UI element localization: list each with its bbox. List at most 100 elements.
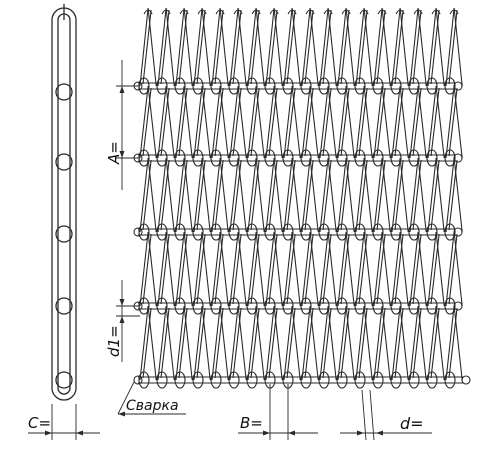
spiral-strand xyxy=(304,307,314,379)
spiral-strand xyxy=(430,159,440,231)
coil-wrap xyxy=(336,223,348,241)
spiral-strand xyxy=(160,159,170,231)
spiral-strand xyxy=(157,7,175,87)
spiral-strand xyxy=(142,307,152,379)
spiral-strand xyxy=(319,85,337,159)
spiral-strand xyxy=(340,9,350,85)
spiral-strand xyxy=(445,305,463,381)
coil-wrap xyxy=(426,371,438,389)
dimension-arrows xyxy=(45,86,383,436)
spiral-strand xyxy=(142,9,152,85)
rod-end xyxy=(453,227,463,237)
label-d: d= xyxy=(400,414,424,433)
spiral-strand xyxy=(358,9,368,85)
spiral-strand xyxy=(196,9,206,85)
spiral-strand xyxy=(229,305,247,381)
spiral-strand xyxy=(319,305,337,381)
dimension-arrowhead xyxy=(76,430,83,436)
spiral-strand xyxy=(430,87,440,157)
side-view-rod xyxy=(55,371,73,389)
coil-wrap xyxy=(228,297,240,315)
coil-wrap xyxy=(408,149,420,167)
spiral-strand xyxy=(358,87,368,157)
spiral-strand xyxy=(376,307,386,379)
spiral-strand xyxy=(286,87,296,157)
spiral-strand xyxy=(322,9,332,85)
coil-wrap xyxy=(210,371,222,389)
coil-wrap xyxy=(282,297,294,315)
spiral-strand xyxy=(286,159,296,231)
label-svarka: Сварка xyxy=(126,398,179,414)
spiral-top-loop xyxy=(359,9,369,15)
coil-wrap xyxy=(444,149,456,167)
coil-wrap xyxy=(264,77,276,95)
spiral-strand xyxy=(304,87,314,157)
label-d1: d1= xyxy=(105,325,123,357)
spiral-strand xyxy=(448,9,458,85)
spiral-strand xyxy=(229,231,247,307)
spiral-strand xyxy=(178,233,188,305)
spiral-strand xyxy=(340,159,350,231)
spiral-strand xyxy=(319,7,337,87)
spiral-strand xyxy=(193,305,211,381)
spiral-top-loop xyxy=(431,9,441,15)
spiral-strand xyxy=(139,85,157,159)
spiral-strand xyxy=(412,87,422,157)
coil-wrap xyxy=(318,297,330,315)
rod-end xyxy=(453,153,463,163)
spiral-strand xyxy=(412,307,422,379)
spiral-strand xyxy=(319,231,337,307)
spiral-strand xyxy=(232,159,242,231)
spiral-strand xyxy=(394,87,404,157)
spiral-strand xyxy=(301,157,319,233)
spiral-strand xyxy=(175,305,193,381)
spiral-strand xyxy=(265,305,283,381)
dimension-arrowhead xyxy=(119,299,125,306)
coil-wrap xyxy=(372,77,384,95)
spiral-strand xyxy=(373,157,391,233)
dimension-arrowhead xyxy=(119,151,125,158)
spiral-strand xyxy=(196,87,206,157)
spiral-strand xyxy=(214,159,224,231)
spiral-strand xyxy=(337,157,355,233)
spiral-strand xyxy=(160,233,170,305)
spiral-top-loop xyxy=(323,9,333,15)
label-c: C= xyxy=(28,414,51,432)
spiral-strand xyxy=(232,233,242,305)
coil-wrap xyxy=(192,297,204,315)
label-a: A= xyxy=(105,141,123,165)
spiral-strand xyxy=(322,233,332,305)
spiral-strand xyxy=(250,87,260,157)
spiral-strand xyxy=(358,159,368,231)
spiral-strand xyxy=(142,87,152,157)
spiral-strand xyxy=(301,7,319,87)
coil-wrap xyxy=(408,297,420,315)
svarka-leader xyxy=(117,381,135,415)
coil-wrap xyxy=(300,149,312,167)
spiral-strand xyxy=(139,7,157,87)
spiral-strand xyxy=(427,305,445,381)
spiral-strand xyxy=(160,307,170,379)
spiral-strand xyxy=(445,157,463,233)
spiral-strand xyxy=(301,231,319,307)
spiral-strand xyxy=(142,159,152,231)
spiral-strand xyxy=(268,307,278,379)
spiral-strand xyxy=(319,157,337,233)
spiral-strand xyxy=(157,85,175,159)
rod-end-weld xyxy=(133,375,143,385)
coil-wrap xyxy=(228,149,240,167)
spiral-strand xyxy=(412,233,422,305)
spiral-strand xyxy=(232,9,242,85)
coil-wrap xyxy=(264,223,276,241)
spiral-strand xyxy=(175,7,193,87)
side-view-outer-link xyxy=(51,7,77,401)
spiral-strand xyxy=(214,307,224,379)
spiral-strand xyxy=(409,85,427,159)
spiral-strand xyxy=(157,305,175,381)
coil-wrap xyxy=(372,223,384,241)
spiral-strand xyxy=(355,305,373,381)
spiral-strand xyxy=(427,231,445,307)
spiral-top-loop xyxy=(413,9,423,15)
spiral-strand xyxy=(178,87,188,157)
